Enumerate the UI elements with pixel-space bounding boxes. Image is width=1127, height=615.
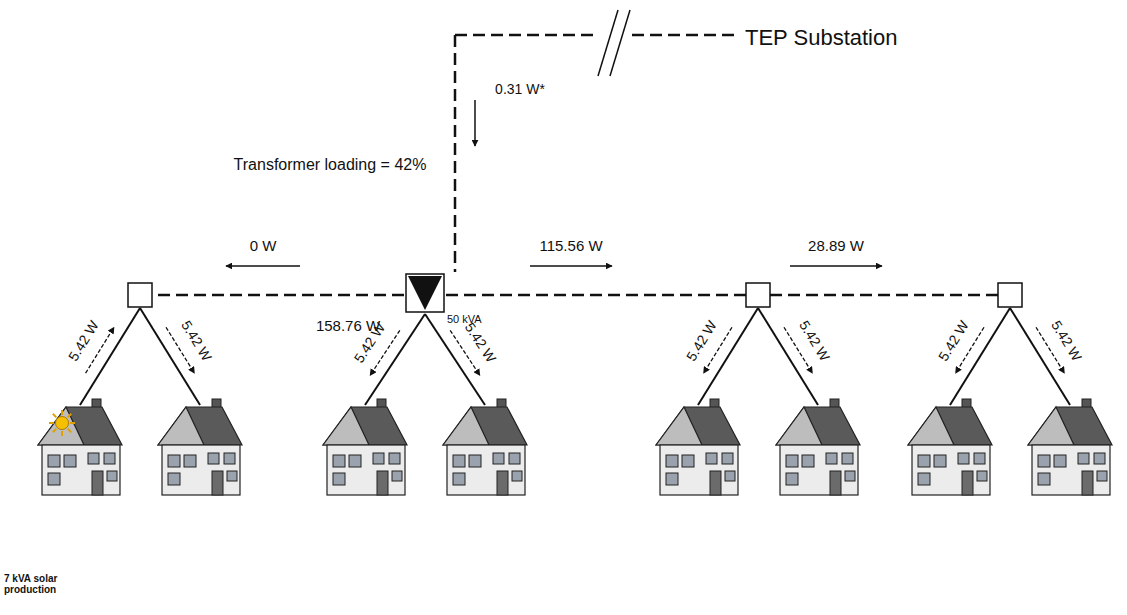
power-flow-value: 0.31 W*: [495, 82, 545, 97]
transformer-symbol: [405, 273, 445, 313]
power-flow-value: 5.42 W: [177, 318, 213, 364]
power-flow-value: 115.56 W: [539, 238, 602, 255]
junction-box: [746, 283, 770, 307]
power-flow-value: 0 W: [250, 238, 277, 255]
power-flow-value: 5.42 W: [936, 318, 972, 364]
house: [656, 399, 740, 495]
house: [908, 399, 992, 495]
loading-note: Transformer loading = 42%: [234, 156, 427, 174]
power-flow-value: 5.42 W: [795, 318, 831, 364]
power-flow-value: 5.42 W: [461, 320, 498, 366]
house: [776, 399, 860, 495]
power-flow-value: 28.89 W: [808, 238, 864, 255]
junction-box: [128, 283, 152, 307]
power-flow-value: 5.42 W: [684, 318, 720, 364]
house: [443, 399, 527, 495]
house: [158, 399, 242, 495]
power-flow-value: 5.42 W: [1047, 318, 1083, 364]
power-flow-value: 5.42 W: [66, 318, 102, 364]
house: [1028, 399, 1112, 495]
solar-note: 7 kVA solar production: [4, 573, 76, 595]
house: [323, 399, 407, 495]
junction-box: [998, 283, 1022, 307]
substation-name: TEP Substation: [745, 26, 897, 50]
house: [38, 399, 122, 495]
solar-panel-sun: [49, 410, 75, 436]
transformer: 50 kVA: [405, 273, 445, 313]
